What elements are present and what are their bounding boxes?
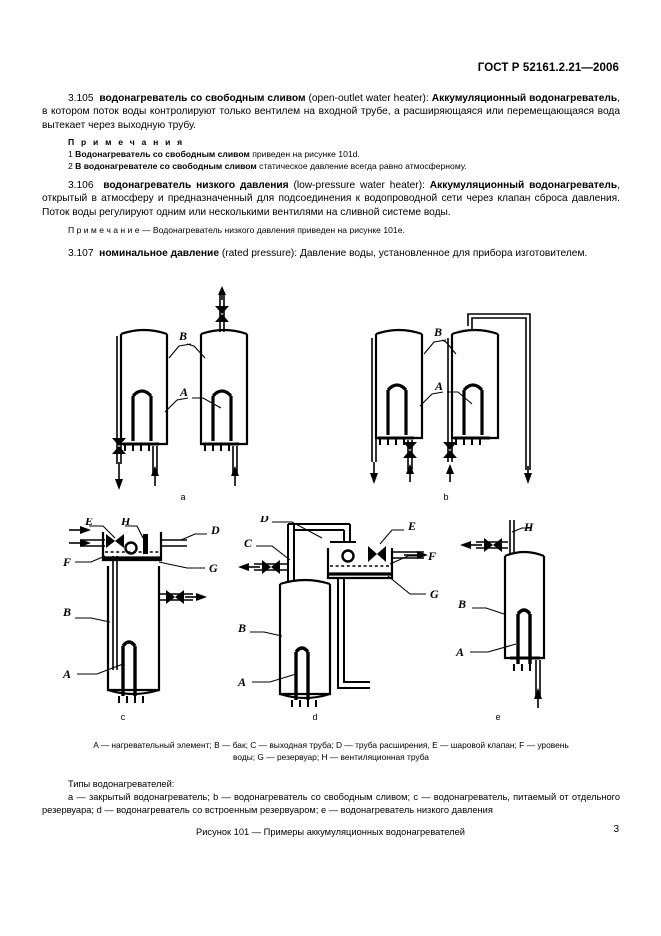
figure-types-block: Типы водонагревателей: a — закрытый водо… bbox=[42, 778, 620, 817]
legend-line-1: A — нагревательный элемент; B — бак; C —… bbox=[93, 740, 569, 750]
part-label-E: E bbox=[84, 518, 93, 528]
page-number: 3 bbox=[613, 824, 619, 835]
part-label-H: H bbox=[120, 518, 131, 528]
part-label-G: G bbox=[209, 561, 218, 575]
flow-arrows bbox=[69, 526, 207, 601]
part-label-B: B bbox=[62, 605, 71, 619]
part-label-D: D bbox=[210, 523, 220, 537]
figure-101: B A a bbox=[0, 286, 661, 736]
spacer bbox=[42, 237, 620, 247]
note-number: 1 bbox=[68, 149, 73, 160]
note-item: 1 Водонагреватель со свободным сливом пр… bbox=[68, 149, 620, 160]
part-label-G: G bbox=[430, 587, 439, 601]
flow-arrows bbox=[115, 286, 239, 490]
valve-symbol bbox=[143, 534, 148, 554]
spacer bbox=[42, 172, 620, 179]
part-label-H: H bbox=[523, 520, 534, 534]
figure-sub-caption-b: b bbox=[443, 492, 449, 502]
clause-def-rest: , открытый в атмосферу и предназначенный… bbox=[42, 180, 620, 218]
note-bold: В водонагревателе со свободным сливом bbox=[75, 160, 257, 171]
figure-101-a: B A a bbox=[95, 286, 280, 502]
types-heading: Типы водонагревателей: bbox=[68, 779, 175, 789]
figure-legend: A — нагревательный элемент; B — бак; C —… bbox=[42, 740, 620, 763]
part-label-D: D bbox=[259, 516, 269, 525]
valve-symbol bbox=[262, 560, 280, 574]
clause-english: (open-outlet water heater): bbox=[308, 93, 429, 104]
valve-symbol bbox=[106, 534, 124, 548]
clause-3-107: 3.107 номинальное давление (rated pressu… bbox=[42, 247, 620, 260]
note-106: П р и м е ч а н и е — Водонагреватель ни… bbox=[68, 225, 620, 236]
part-label-E: E bbox=[407, 519, 416, 533]
note-lead: П р и м е ч а н и е — bbox=[68, 225, 153, 236]
part-label-B: B bbox=[433, 325, 442, 339]
note-rest: статическое давление всегда равно атмосф… bbox=[256, 160, 467, 171]
clause-number: 3.106 bbox=[68, 180, 94, 192]
clause-def-lead: Аккумуляционный водонагреватель bbox=[429, 180, 618, 192]
figure-101-d: D C E F G B A d bbox=[232, 516, 442, 723]
valve-symbol bbox=[166, 590, 184, 604]
figure-sub-caption-c: c bbox=[120, 712, 126, 722]
part-label-F: F bbox=[62, 555, 71, 569]
figure-101-b: B A b bbox=[358, 286, 558, 502]
valve-symbol bbox=[368, 546, 386, 562]
clause-term: водонагреватель со свободным сливом bbox=[99, 93, 306, 104]
part-label-B: B bbox=[457, 597, 466, 611]
clause-def-rest: , в котором поток воды контролируют толь… bbox=[42, 93, 621, 131]
note-rest: приведен на рисунке 101e. bbox=[294, 225, 405, 236]
figure-101-e: H B A e bbox=[440, 518, 620, 723]
part-label-A: A bbox=[179, 385, 188, 399]
types-body: a — закрытый водонагреватель; b — водона… bbox=[42, 792, 620, 815]
clause-3-106: 3.106 водонагреватель низкого давления (… bbox=[42, 179, 620, 219]
clause-english: (low-pressure water heater): bbox=[293, 180, 425, 192]
clause-english: (rated pressure): bbox=[221, 247, 298, 259]
legend-line-2: воды; G — резервуар; H — вентиляционная … bbox=[233, 751, 429, 762]
valve-symbol bbox=[484, 538, 502, 552]
document-body: 3.105 водонагреватель со свободным сливо… bbox=[42, 92, 620, 260]
part-label-F: F bbox=[427, 549, 436, 563]
part-label-C: C bbox=[244, 536, 253, 550]
figure-sub-caption-a: a bbox=[180, 492, 186, 502]
figure-sub-caption-e: e bbox=[495, 712, 501, 722]
clause-def-lead: Аккумуляционный водонагреватель bbox=[431, 93, 618, 104]
note-bold: Водонагреватель со свободным сливом bbox=[75, 149, 250, 160]
figure-title: Рисунок 101 — Примеры аккумуляционных во… bbox=[196, 827, 465, 837]
part-label-B: B bbox=[237, 621, 246, 635]
valve-symbol bbox=[215, 306, 229, 322]
note-rest: приведен на рисунке 101d. bbox=[249, 149, 360, 160]
figure-sub-caption-d: d bbox=[312, 712, 318, 722]
part-label-A: A bbox=[455, 645, 464, 659]
flow-arrows bbox=[460, 541, 542, 708]
clause-term: водонагреватель низкого давления bbox=[103, 180, 289, 192]
clause-def-rest: Давление воды, установленное для прибора… bbox=[297, 247, 588, 259]
clause-term: номинальное давление bbox=[99, 247, 219, 259]
valve-symbol bbox=[403, 442, 417, 458]
note-bold: Водонагреватель низкого давления bbox=[152, 225, 295, 236]
flow-arrows bbox=[238, 551, 428, 571]
valve-symbol bbox=[112, 438, 126, 454]
note-number: 2 bbox=[68, 160, 73, 171]
part-label-A: A bbox=[62, 667, 71, 681]
part-label-A: A bbox=[434, 379, 443, 393]
note-item: 2 В водонагревателе со свободным сливом … bbox=[68, 161, 620, 172]
figure-101-c: E H D F G B A c bbox=[55, 518, 255, 723]
clause-number: 3.105 bbox=[68, 93, 94, 104]
valve-symbol bbox=[443, 442, 457, 458]
clause-3-105: 3.105 водонагреватель со свободным сливо… bbox=[42, 92, 620, 132]
standard-header: ГОСТ Р 52161.2.21—2006 bbox=[477, 62, 619, 74]
part-label-B: B bbox=[178, 329, 187, 343]
clause-number: 3.107 bbox=[68, 247, 94, 259]
part-label-A: A bbox=[237, 675, 246, 689]
flow-arrows bbox=[370, 462, 532, 484]
notes-heading-105: П р и м е ч а н и я bbox=[68, 137, 185, 148]
